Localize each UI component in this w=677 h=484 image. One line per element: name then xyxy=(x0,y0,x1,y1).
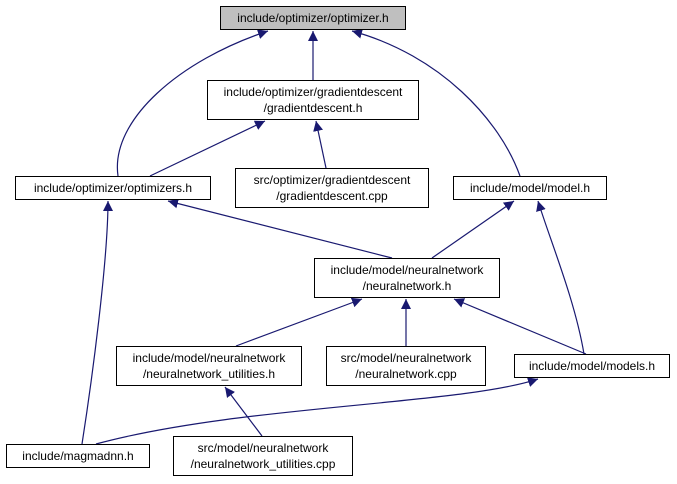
node-neuralnetwork-cpp[interactable]: src/model/neuralnetwork /neuralnetwork.c… xyxy=(326,346,486,386)
node-label-line: include/model/model.h xyxy=(469,181,591,195)
node-label-line: src/optimizer/gradientdescent xyxy=(253,173,411,187)
node-optimizers-h[interactable]: include/optimizer/optimizers.h xyxy=(15,176,211,200)
node-label-line: /neuralnetwork_utilities.cpp xyxy=(190,457,336,471)
node-label-line: /neuralnetwork.cpp xyxy=(355,367,457,381)
node-label-line: /gradientdescent.h xyxy=(263,101,363,115)
node-label-line: include/optimizer/optimizers.h xyxy=(33,181,193,195)
node-label-line: /gradientdescent.cpp xyxy=(276,189,388,203)
node-label-line: /neuralnetwork_utilities.h xyxy=(142,367,276,381)
edge-neuralnetwork_h-to-model_h xyxy=(431,200,515,259)
edge-gradientdescent_cpp-to-gradientdescent_h xyxy=(313,120,327,169)
node-magmadnn-h[interactable]: include/magmadnn.h xyxy=(6,444,150,468)
node-neuralnetwork-utilities-h[interactable]: include/model/neuralnetwork /neuralnetwo… xyxy=(116,346,302,386)
node-label-line: include/model/neuralnetwork xyxy=(330,263,484,277)
node-gradientdescent-h[interactable]: include/optimizer/gradientdescent /gradi… xyxy=(207,80,419,120)
node-label-line: include/optimizer/optimizer.h xyxy=(237,11,389,25)
edge-nn_utilities_h-to-neuralnetwork_h xyxy=(235,297,363,347)
edge-magmadnn_h-to-models_h xyxy=(95,377,539,445)
edge-neuralnetwork_h-to-optimizers_h xyxy=(167,198,393,259)
node-label-line: include/magmadnn.h xyxy=(22,449,134,463)
node-label-line: src/model/neuralnetwork xyxy=(197,441,329,455)
node-label-line: /neuralnetwork.h xyxy=(362,279,452,293)
node-model-h[interactable]: include/model/model.h xyxy=(453,176,607,200)
node-label-line: include/model/neuralnetwork xyxy=(132,351,286,365)
edge-models_h-to-model_h xyxy=(536,200,585,355)
node-neuralnetwork-h[interactable]: include/model/neuralnetwork /neuralnetwo… xyxy=(314,258,500,298)
node-label-line: include/model/models.h xyxy=(528,359,656,373)
node-neuralnetwork-utilities-cpp[interactable]: src/model/neuralnetwork /neuralnetwork_u… xyxy=(173,436,353,476)
node-models-h[interactable]: include/model/models.h xyxy=(514,354,670,378)
node-optimizer-h[interactable]: include/optimizer/optimizer.h xyxy=(220,6,406,30)
node-label-line: src/model/neuralnetwork xyxy=(340,351,472,365)
edge-magmadnn_h-to-optimizers_h xyxy=(81,200,113,445)
edge-nn_utilities_cpp-to-nn_utilities_h xyxy=(224,386,263,437)
node-label-line: include/optimizer/gradientdescent xyxy=(223,85,403,99)
node-gradientdescent-cpp[interactable]: src/optimizer/gradientdescent /gradientd… xyxy=(235,168,429,208)
